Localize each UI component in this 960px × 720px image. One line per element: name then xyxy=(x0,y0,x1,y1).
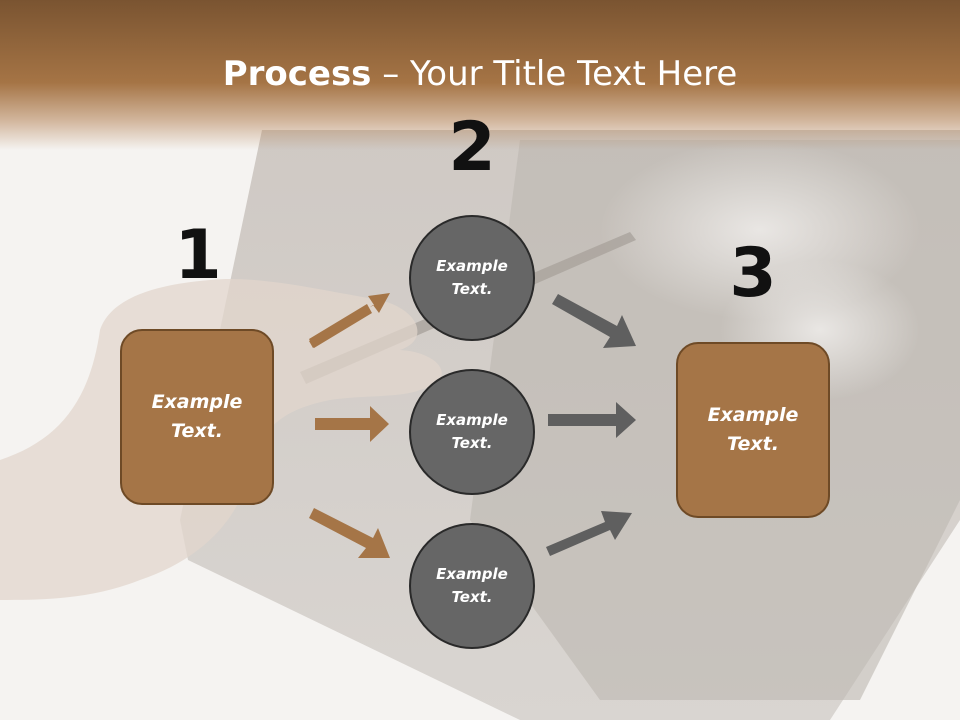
arrow-to-bottom-circle xyxy=(309,508,390,558)
title-bold: Process xyxy=(222,54,372,94)
circle-middle: Example Text. xyxy=(409,369,535,495)
slide-title: Process – Your Title Text Here xyxy=(0,52,960,96)
right-box-text: Example Text. xyxy=(707,404,799,455)
right-box: Example Text. xyxy=(676,342,830,518)
title-rest: – Your Title Text Here xyxy=(371,54,738,94)
circle-top-text: Example Text. xyxy=(436,257,508,298)
left-box: Example Text. xyxy=(120,329,274,505)
arrow-from-bottom-circle xyxy=(546,511,632,556)
arrow-from-middle-circle xyxy=(548,402,636,438)
circle-top: Example Text. xyxy=(409,215,535,341)
arrow-to-middle-circle xyxy=(315,406,389,442)
left-box-text: Example Text. xyxy=(151,391,243,442)
circle-bottom-text: Example Text. xyxy=(436,565,508,606)
circle-middle-text: Example Text. xyxy=(436,411,508,452)
title-band xyxy=(0,0,960,150)
step-number-1: 1 xyxy=(174,216,222,295)
arrow-from-top-circle xyxy=(552,294,636,348)
step-number-2: 2 xyxy=(448,108,496,187)
circle-bottom: Example Text. xyxy=(409,523,535,649)
step-number-3: 3 xyxy=(729,234,777,313)
